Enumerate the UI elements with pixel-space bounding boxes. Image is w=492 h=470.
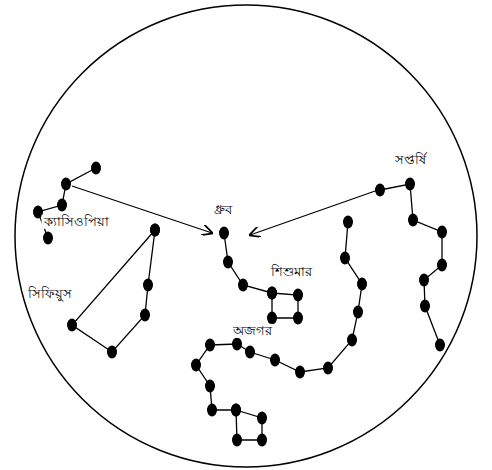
- star: [67, 319, 77, 332]
- star: [343, 216, 353, 229]
- star: [408, 214, 418, 227]
- constellation-line: [196, 222, 362, 440]
- star: [140, 309, 150, 322]
- star: [232, 434, 242, 447]
- sky-circle: [15, 5, 477, 467]
- star: [375, 184, 385, 197]
- star: [437, 226, 447, 239]
- star: [340, 252, 350, 265]
- star: [107, 346, 117, 359]
- constellation-label: ক্যাসিওপিয়া: [42, 215, 111, 229]
- star: [437, 259, 447, 272]
- constellation-line: [380, 184, 442, 345]
- star: [267, 312, 277, 325]
- star: [150, 224, 160, 237]
- star: [91, 162, 101, 175]
- star: [205, 380, 215, 393]
- star: [293, 312, 303, 325]
- star: [150, 224, 160, 237]
- constellation-label: সপ্তর্ষি: [393, 153, 428, 167]
- draco-stars: [191, 216, 367, 447]
- pointer-arrow: [250, 190, 378, 235]
- star: [219, 227, 229, 240]
- star: [405, 178, 415, 191]
- star: [191, 359, 201, 372]
- saptarshi-stars: [375, 178, 447, 352]
- star: [353, 306, 363, 319]
- star: [231, 404, 241, 417]
- star: [435, 339, 445, 352]
- star: [61, 178, 71, 191]
- constellation-label: সিফিয়ুস: [26, 287, 74, 301]
- star: [347, 334, 357, 347]
- star: [267, 287, 277, 300]
- constellation-label: অজগর: [231, 324, 274, 338]
- star: [323, 362, 333, 375]
- star: [57, 199, 67, 212]
- star: [238, 279, 248, 292]
- star: [257, 412, 267, 425]
- star: [293, 289, 303, 302]
- constellation-label: শিশুমার: [269, 265, 314, 279]
- star: [205, 339, 215, 352]
- star: [207, 404, 217, 417]
- star: [420, 300, 430, 313]
- star: [143, 279, 153, 292]
- star: [267, 287, 277, 300]
- star: [257, 434, 267, 447]
- constellation-label: ধ্রুব: [212, 203, 234, 217]
- cassiopeia-stars: [33, 162, 101, 245]
- star: [43, 232, 53, 245]
- star: [419, 274, 429, 287]
- star: [357, 278, 367, 291]
- star: [295, 366, 305, 379]
- star: [270, 354, 280, 367]
- star: [232, 338, 242, 351]
- constellation-line: [72, 230, 155, 352]
- star: [231, 404, 241, 417]
- cepheus-stars: [67, 224, 160, 359]
- star: [223, 256, 233, 269]
- star: [245, 346, 255, 359]
